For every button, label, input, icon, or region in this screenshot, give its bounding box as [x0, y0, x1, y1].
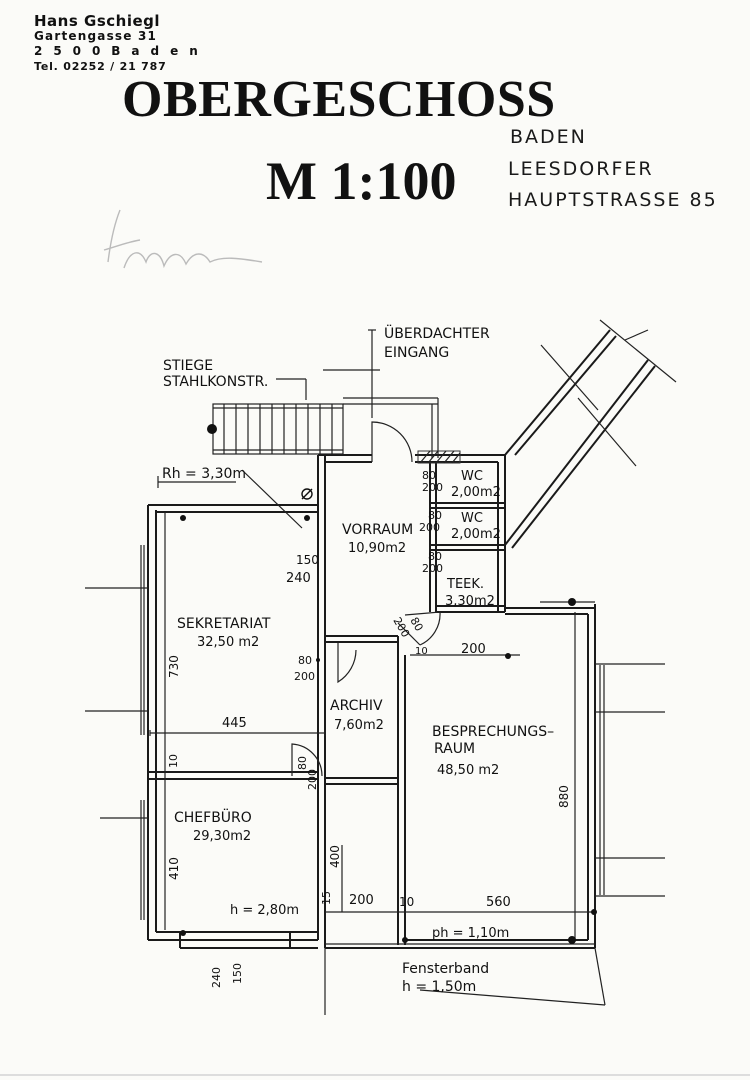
- chef-door-h: 200: [306, 769, 319, 790]
- stamp-street: Gartengasse 31: [34, 29, 158, 43]
- stair-label-2: STAHLKONSTR.: [163, 374, 268, 390]
- covered-entrance-diagonal: [504, 319, 677, 549]
- wc-hatch: [417, 450, 461, 464]
- bottom-240: 240: [210, 967, 223, 988]
- plus-10: 10: [415, 646, 428, 657]
- archiv-name: ARCHIV: [330, 698, 383, 714]
- besprechung-area: 48,50 m2: [437, 763, 499, 778]
- besprechung-name-1: BESPRECHUNGS–: [432, 724, 554, 740]
- chef-height: 410: [167, 857, 181, 880]
- chefbuero-name: CHEFBÜRO: [174, 808, 252, 826]
- chefbuero-area: 29,30m2: [193, 829, 251, 844]
- sekretariat-area: 32,50 m2: [197, 635, 259, 650]
- vorraum-door-w: 150: [296, 553, 319, 567]
- teek-name: TEEK.: [446, 577, 484, 592]
- vorraum-name: VORRAUM: [342, 522, 413, 538]
- archiv-door-w: 80: [298, 654, 312, 667]
- sekretariat-name: SEKRETARIAT: [177, 616, 271, 632]
- drawing-scale: M 1:100: [266, 151, 457, 211]
- window-band-label-1: Fensterband: [402, 961, 489, 977]
- wall-thickness-10: 10: [167, 754, 180, 768]
- teek-door-w: 80: [428, 550, 442, 563]
- vorraum-area: 10,90m2: [348, 541, 406, 556]
- bottom-10: 10: [399, 895, 414, 909]
- stamp-phone: Tel. 02252 / 21 787: [34, 60, 167, 73]
- bottom-200: 200: [349, 893, 374, 908]
- bespr-200: 200: [461, 642, 486, 657]
- chef-h-label: h = 2,80m: [230, 903, 299, 918]
- stair-label-1: STIEGE: [163, 358, 213, 374]
- stair: [207, 397, 439, 458]
- address-line-2: LEESDORFER: [508, 158, 654, 180]
- sekretariat-height: 730: [167, 655, 181, 678]
- stamp-name: Hans Gschiegl: [34, 12, 161, 30]
- window-band-label-2: h = 1,50m: [402, 979, 476, 995]
- wc2-name: WC: [461, 511, 483, 526]
- pencil-signature: [103, 209, 263, 269]
- teek-area: 3,30m2: [445, 594, 495, 609]
- chef-door-w: 80: [296, 756, 309, 770]
- archiv-area: 7,60m2: [334, 718, 384, 733]
- wc2-area: 2,00m2: [451, 527, 501, 542]
- doors: [291, 421, 441, 777]
- archiv-400: 400: [328, 845, 342, 868]
- bottom-560: 560: [486, 895, 511, 910]
- besprechung-name-2: RAUM: [434, 741, 475, 757]
- w15: 15: [320, 891, 333, 905]
- wc1-door-h: 200: [422, 481, 443, 494]
- wc1-area: 2,00m2: [451, 485, 501, 500]
- teek-door-h: 200: [422, 562, 443, 575]
- wc1-name: WC: [461, 469, 483, 484]
- right-windows: [540, 601, 665, 897]
- wc2-door-w: 80: [428, 509, 442, 522]
- wc1-door-w: 80: [422, 469, 436, 482]
- sekretariat-width: 445: [222, 716, 247, 731]
- wc2-door-h: 200: [419, 521, 440, 534]
- bespr-height: 880: [557, 785, 571, 808]
- stamp-city: 2 5 0 0 B a d e n: [34, 44, 202, 58]
- drawing-title: OBERGESCHOSS: [122, 71, 556, 128]
- bottom-150: 150: [231, 963, 244, 984]
- dimension-lines: [149, 329, 606, 1015]
- architect-stamp: Hans Gschiegl Gartengasse 31 2 5 0 0 B a…: [34, 14, 201, 74]
- room-height-label: Rh = 3,30m: [162, 466, 246, 482]
- address-line-3: HAUPTSTRASSE 85: [508, 189, 718, 211]
- left-windows: [85, 545, 148, 920]
- entrance-label-1: ÜBERDACHTER: [384, 324, 490, 342]
- entrance-label-2: EINGANG: [384, 345, 449, 361]
- scan-edge: [0, 1074, 750, 1076]
- address-line-1: BADEN: [510, 126, 587, 148]
- vorraum-door-h: 240: [286, 571, 311, 586]
- parapet-label: ph = 1,10m: [432, 926, 509, 941]
- archiv-door-h: 200: [294, 670, 315, 683]
- bespr-door-w: 80: [407, 615, 425, 634]
